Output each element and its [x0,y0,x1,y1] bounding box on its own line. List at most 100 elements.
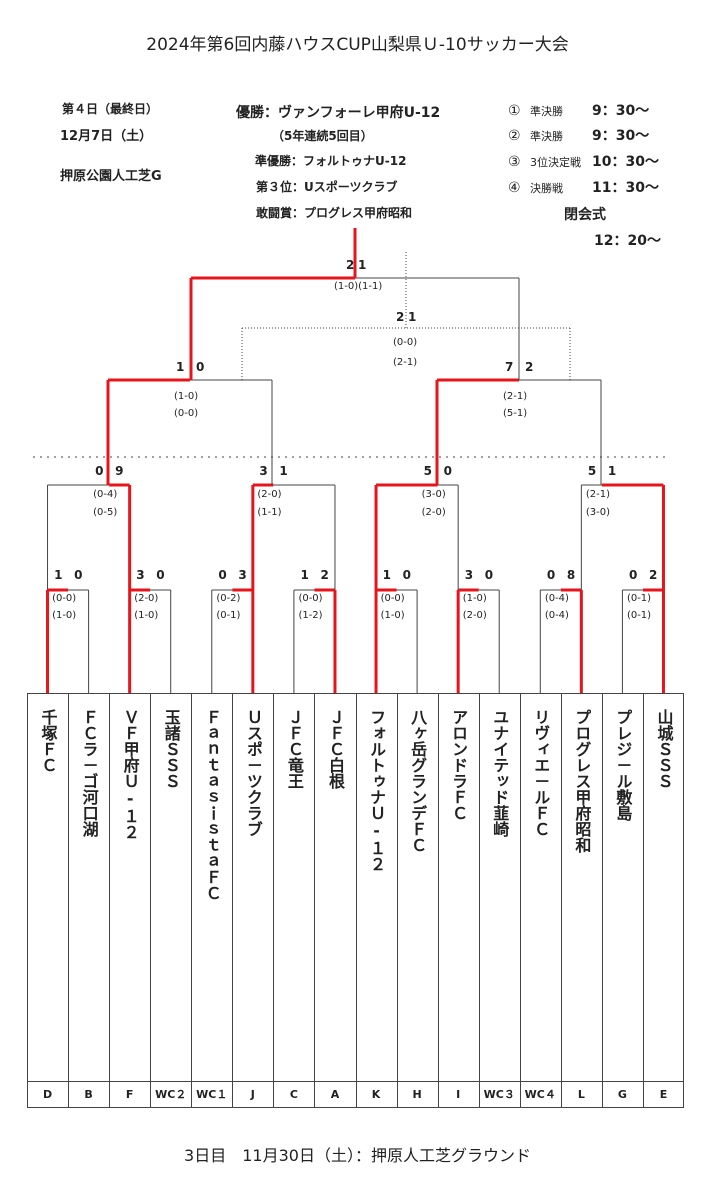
team-seed: H [412,1088,422,1101]
round1-half1: (2-0) [134,593,159,604]
team-cell: ＶＦ甲府Ｕ-１２ [109,693,150,1080]
team-name: 玉諸ＳＳＳ [161,709,181,789]
team-seed: WC３ [483,1088,515,1101]
round1-half1: (0-1) [626,593,652,604]
team-cell: リヴィエ－ルＦＣ [520,693,561,1080]
round1-score-left: 0 [218,568,227,582]
team-seed: F [125,1088,134,1101]
round1-score-right: 0 [484,568,494,582]
runner-up-text: 準優勝：フォルトゥナU-12 [255,154,407,168]
round2-score-right: 0 [443,464,452,478]
round2-half1: (2-0) [257,489,282,500]
team-seed: WC４ [524,1088,556,1101]
team-column-divider [109,693,111,1108]
team-cell: フォルトゥナＵ-１２ [356,693,397,1080]
semi-half2: (5-1) [503,408,528,419]
team-seed: D [42,1088,53,1101]
final-halves: (1-0)(1-1) [334,281,383,292]
winner-text: 優勝：ヴァンフォーレ甲府U-12 [236,105,441,121]
team-seed: I [456,1088,461,1101]
team-seed: L [577,1088,585,1101]
round2-score-right: 1 [607,464,617,478]
team-column-divider [68,693,70,1108]
round2-half1: (3-0) [421,489,446,500]
team-seed: E [659,1088,668,1101]
venue: 押原公園人工芝G [60,169,162,184]
team-cell: プレジ－ル敷島 [602,693,643,1080]
day-date: 12月7日（土） [60,129,153,144]
team-column-divider [478,693,480,1108]
round1-half2: (1-0) [52,610,77,621]
team-cell: アロンドラＦＣ [438,693,479,1080]
round1-score-right: 2 [648,568,658,582]
round2-half2: (2-0) [421,507,446,518]
team-seed: WC１ [196,1088,228,1101]
team-name: ＶＦ甲府Ｕ-１２ [120,709,140,840]
semi-score-left: 1 [176,360,185,374]
team-cell: 玉諸ＳＳＳ [150,693,191,1080]
round1-score-right: 0 [402,568,411,582]
footer-text: 3日目 11月30日（土）：押原人工芝グラウンド [184,1146,531,1165]
team-cell: プログレス甲府昭和 [561,693,602,1080]
page-title: 2024年第6回内藤ハウスCUP山梨県Ｕ-10サッカー大会 [146,35,569,55]
round2-score-left: 0 [95,464,104,478]
round1-score-left: 0 [628,568,638,582]
team-column-divider [355,693,357,1108]
round1-half2: (1-2) [298,610,323,621]
round1-half2: (2-0) [462,610,487,621]
round1-score-left: 3 [464,568,474,582]
semi-score-right: 0 [196,360,205,374]
semi-half1: (2-1) [503,391,528,402]
team-column-divider [273,693,275,1108]
team-seed: J [250,1088,255,1101]
round1-half1: (0-0) [298,593,323,604]
team-cell: 千塚ＦＣ [27,693,68,1080]
round1-half2: (0-1) [216,610,241,621]
team-cell: 山城ＳＳＳ [643,693,684,1080]
team-name: プログレス甲府昭和 [572,709,592,853]
team-name: リヴィエ－ルＦＣ [531,709,551,837]
team-column-divider [191,693,193,1108]
team-cell: ＪＦＣ白根 [314,693,355,1080]
semi-half1: (1-0) [174,391,199,402]
team-name: プレジ－ル敷島 [613,709,633,821]
team-cell: ＦＣラ－ゴ河口湖 [68,693,109,1080]
team-cell: Ｕスポ－ツクラブ [232,693,273,1080]
team-column-divider [396,693,398,1108]
round1-half2: (0-1) [626,610,652,621]
round2-half1: (2-1) [585,489,611,500]
team-column-divider [232,693,234,1108]
team-column-divider [519,693,521,1108]
round2-half2: (3-0) [585,507,611,518]
semi-score-left: 7 [505,360,514,374]
round2-half2: (1-1) [257,507,282,518]
team-seed: WC２ [155,1088,187,1101]
round2-score-left: 5 [423,464,432,478]
team-seed: C [289,1088,298,1101]
round1-half1: (0-4) [544,593,569,604]
team-cell: ユナイテッド韮崎 [479,693,520,1080]
team-name: ＪＦＣ竜王 [284,709,304,789]
round2-half1: (0-4) [93,489,118,500]
round1-half1: (0-0) [52,593,77,604]
team-name: フォルトゥナＵ-１２ [367,709,387,872]
day-label: 第４日（最終日） [62,102,159,116]
round1-score-right: 3 [238,568,247,582]
round2-score-left: 5 [587,464,597,478]
team-seed: B [84,1088,93,1101]
round1-score-right: 8 [566,568,576,582]
closing-time: 12：20～ [594,233,661,249]
closing-label: 閉会式 [564,207,606,223]
round1-half2: (0-4) [544,610,569,621]
team-name: ＦＣラ－ゴ河口湖 [79,709,99,837]
team-name: ユナイテッド韮崎 [490,709,510,837]
team-column-divider [560,693,562,1108]
round1-score-left: 1 [300,568,309,582]
team-seed: K [371,1088,381,1101]
round1-score-left: 0 [546,568,556,582]
team-name: Ｕスポ－ツクラブ [243,709,263,837]
team-name: ＪＦＣ白根 [325,709,345,789]
